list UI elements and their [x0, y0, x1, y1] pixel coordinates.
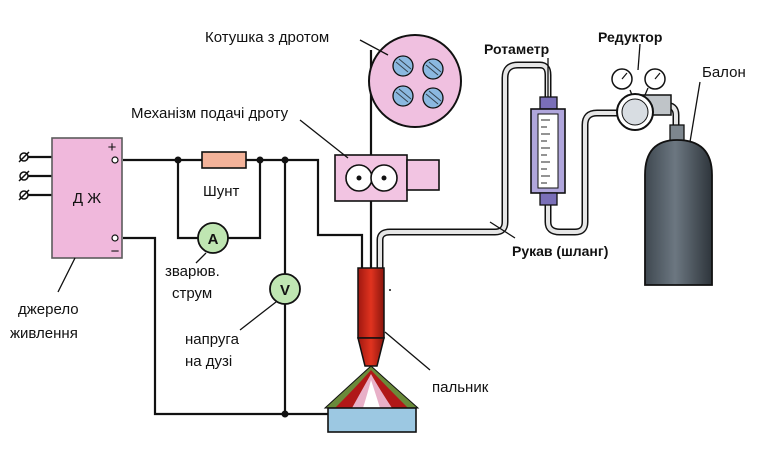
torch-pointer	[384, 331, 431, 371]
power-source-pointer	[57, 257, 76, 293]
feeder-label: Механізм подачі дроту	[131, 105, 289, 122]
hose-pointer	[489, 221, 516, 239]
torch-label: пальник	[432, 379, 489, 396]
wire-reel	[368, 34, 462, 128]
wire-feeder	[334, 154, 440, 202]
power-source: Д Ж + −	[51, 137, 123, 260]
reducer-pointer	[637, 43, 641, 71]
voltmeter-pointer	[239, 301, 277, 331]
plus-terminal-label: +	[108, 139, 117, 156]
ammeter-pointer	[195, 252, 207, 264]
mains-terminals	[18, 151, 30, 201]
feeder-pointer	[299, 119, 349, 159]
cylinder-label: Балон	[702, 64, 746, 81]
current-caption-2: струм	[172, 285, 212, 302]
voltage-caption-2: на дузі	[185, 353, 232, 370]
shunt-label: Шунт	[203, 183, 240, 200]
welding-arc	[323, 365, 420, 409]
gas-hose	[376, 61, 680, 268]
rotameter-label: Ротаметр	[484, 41, 549, 57]
current-caption-1: зварюв.	[165, 263, 220, 280]
cylinder-pointer	[689, 81, 701, 143]
shunt	[201, 151, 247, 169]
power-source-label: Д Ж	[73, 190, 101, 207]
voltage-caption-1: напруга	[185, 331, 240, 348]
reducer-label: Редуктор	[598, 29, 662, 45]
workpiece	[327, 407, 417, 433]
power-source-caption-2: живлення	[10, 325, 78, 342]
reel-pointer	[359, 39, 389, 56]
rotameter	[530, 96, 566, 206]
ammeter: A	[197, 222, 229, 254]
ammeter-symbol: A	[208, 231, 219, 248]
minus-terminal-label: −	[111, 243, 120, 260]
voltmeter: V	[269, 273, 301, 305]
hose-label: Рукав (шланг)	[512, 243, 608, 259]
reel-label: Котушка з дротом	[205, 29, 329, 46]
welding-torch	[357, 267, 391, 367]
gas-cylinder	[644, 124, 713, 286]
pressure-reducer	[611, 68, 672, 131]
voltmeter-symbol: V	[280, 282, 290, 299]
power-source-caption-1: джерело	[18, 301, 79, 318]
